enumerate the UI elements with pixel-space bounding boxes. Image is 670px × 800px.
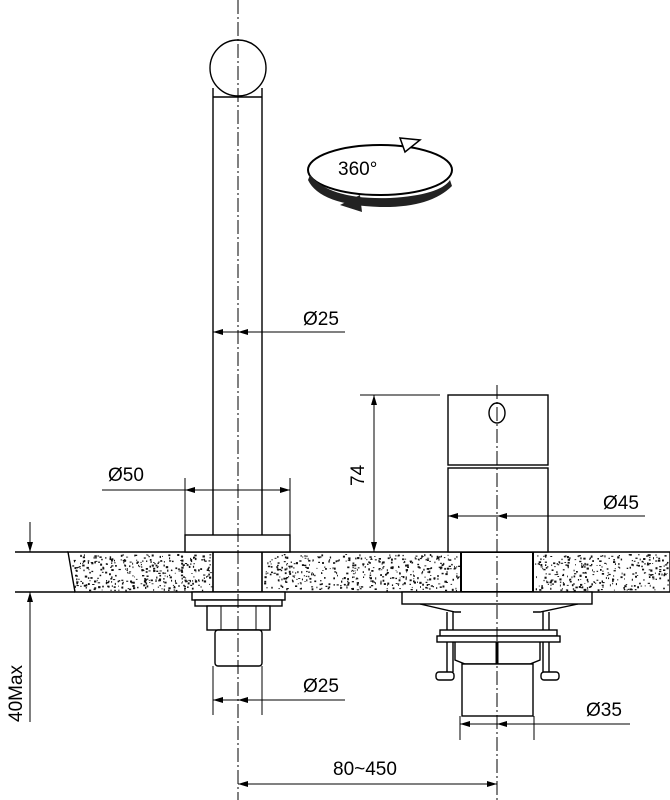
- dimension-lower-right-diameter: Ø35: [459, 700, 630, 740]
- handle-height-label: 74: [348, 464, 369, 486]
- handle-diameter-label: Ø45: [603, 493, 639, 514]
- dimension-handle-diameter: Ø45: [448, 493, 645, 519]
- countertop: [15, 551, 670, 593]
- dimension-handle-height: 74: [348, 394, 440, 552]
- base-diameter-label: Ø50: [108, 465, 144, 486]
- spout-diameter-label: Ø25: [303, 309, 339, 330]
- rotation-360-icon: 360°: [307, 137, 453, 212]
- dimension-spacing: 80~450: [238, 759, 497, 787]
- dimension-counter-thickness: 40Max: [6, 522, 33, 722]
- dimension-spout-diameter: Ø25: [213, 309, 345, 335]
- spacing-label: 80~450: [333, 759, 397, 780]
- dimension-base-diameter: Ø50: [102, 465, 291, 535]
- rotation-label: 360°: [338, 159, 377, 180]
- lower-right-diameter-label: Ø35: [586, 700, 622, 721]
- lower-left-diameter-label: Ø25: [303, 676, 339, 697]
- handle: [401, 394, 593, 717]
- dimension-lower-left-diameter: Ø25: [212, 666, 345, 715]
- counter-thickness-label: 40Max: [6, 664, 27, 722]
